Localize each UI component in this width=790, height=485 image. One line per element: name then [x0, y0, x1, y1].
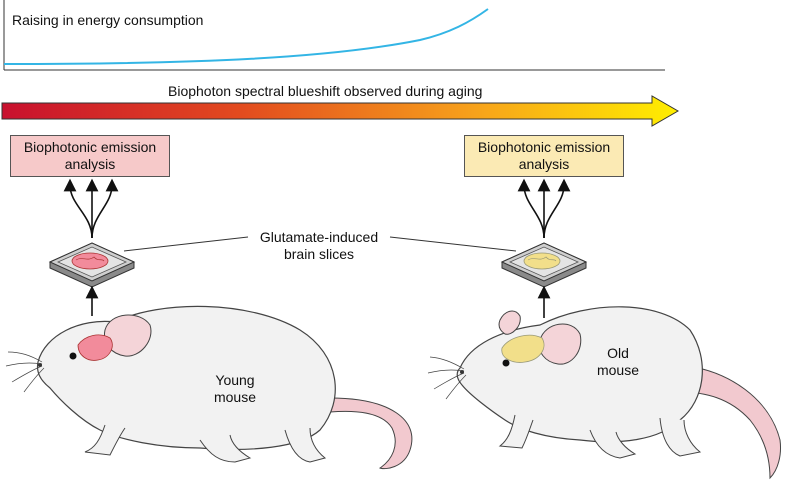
young-mouse: [5, 305, 413, 470]
emission-arrows-right: [517, 178, 571, 239]
old-mouse-ear-inner: [538, 323, 582, 365]
blueshift-label: Biophoton spectral blueshift observed du…: [168, 83, 483, 99]
old-mouse-line1: Old: [607, 345, 629, 361]
young-mouse-brain: [77, 334, 113, 361]
old-mouse-tail: [679, 364, 781, 480]
blueshift-arrow: [1, 95, 680, 127]
analysis-left-line1: Biophotonic emission: [23, 139, 157, 155]
young-mouse-eye: [69, 352, 77, 360]
old-mouse: [427, 306, 781, 480]
analysis-left-line2: analysis: [64, 156, 116, 172]
young-mouse-tail: [329, 397, 413, 470]
energy-consumption-label: Raising in energy consumption: [12, 12, 204, 28]
brain-slice-left: [48, 242, 136, 288]
old-mouse-eye: [502, 359, 510, 367]
young-mouse-label: Young mouse: [205, 372, 265, 406]
energy-curve: [3, 8, 489, 65]
analysis-right-line2: analysis: [518, 156, 570, 172]
slice-connector-left: [123, 236, 249, 252]
young-mouse-line1: Young: [215, 372, 255, 388]
brain-slices-line1: Glutamate-induced: [259, 229, 379, 245]
brain-slices-line2: brain slices: [283, 246, 355, 262]
energy-graph: [3, 0, 665, 71]
brain-slices-label: Glutamate-induced brain slices: [248, 229, 390, 263]
old-brain-slice: [523, 252, 561, 270]
analysis-right-line1: Biophotonic emission: [477, 139, 611, 155]
old-mouse-line2: mouse: [596, 362, 640, 378]
old-mouse-brain: [501, 334, 545, 363]
old-mouse-label: Old mouse: [588, 345, 648, 379]
slice-connector-right: [389, 236, 517, 252]
young-mouse-line2: mouse: [213, 389, 257, 405]
analysis-box-right: Biophotonic emission analysis: [464, 135, 624, 177]
old-mouse-ear-back: [498, 310, 521, 335]
young-mouse-body: [36, 305, 336, 451]
emission-arrows-left: [63, 178, 119, 239]
analysis-box-left: Biophotonic emission analysis: [10, 135, 170, 177]
young-brain-slice: [71, 252, 109, 270]
brain-slice-right: [500, 242, 588, 288]
